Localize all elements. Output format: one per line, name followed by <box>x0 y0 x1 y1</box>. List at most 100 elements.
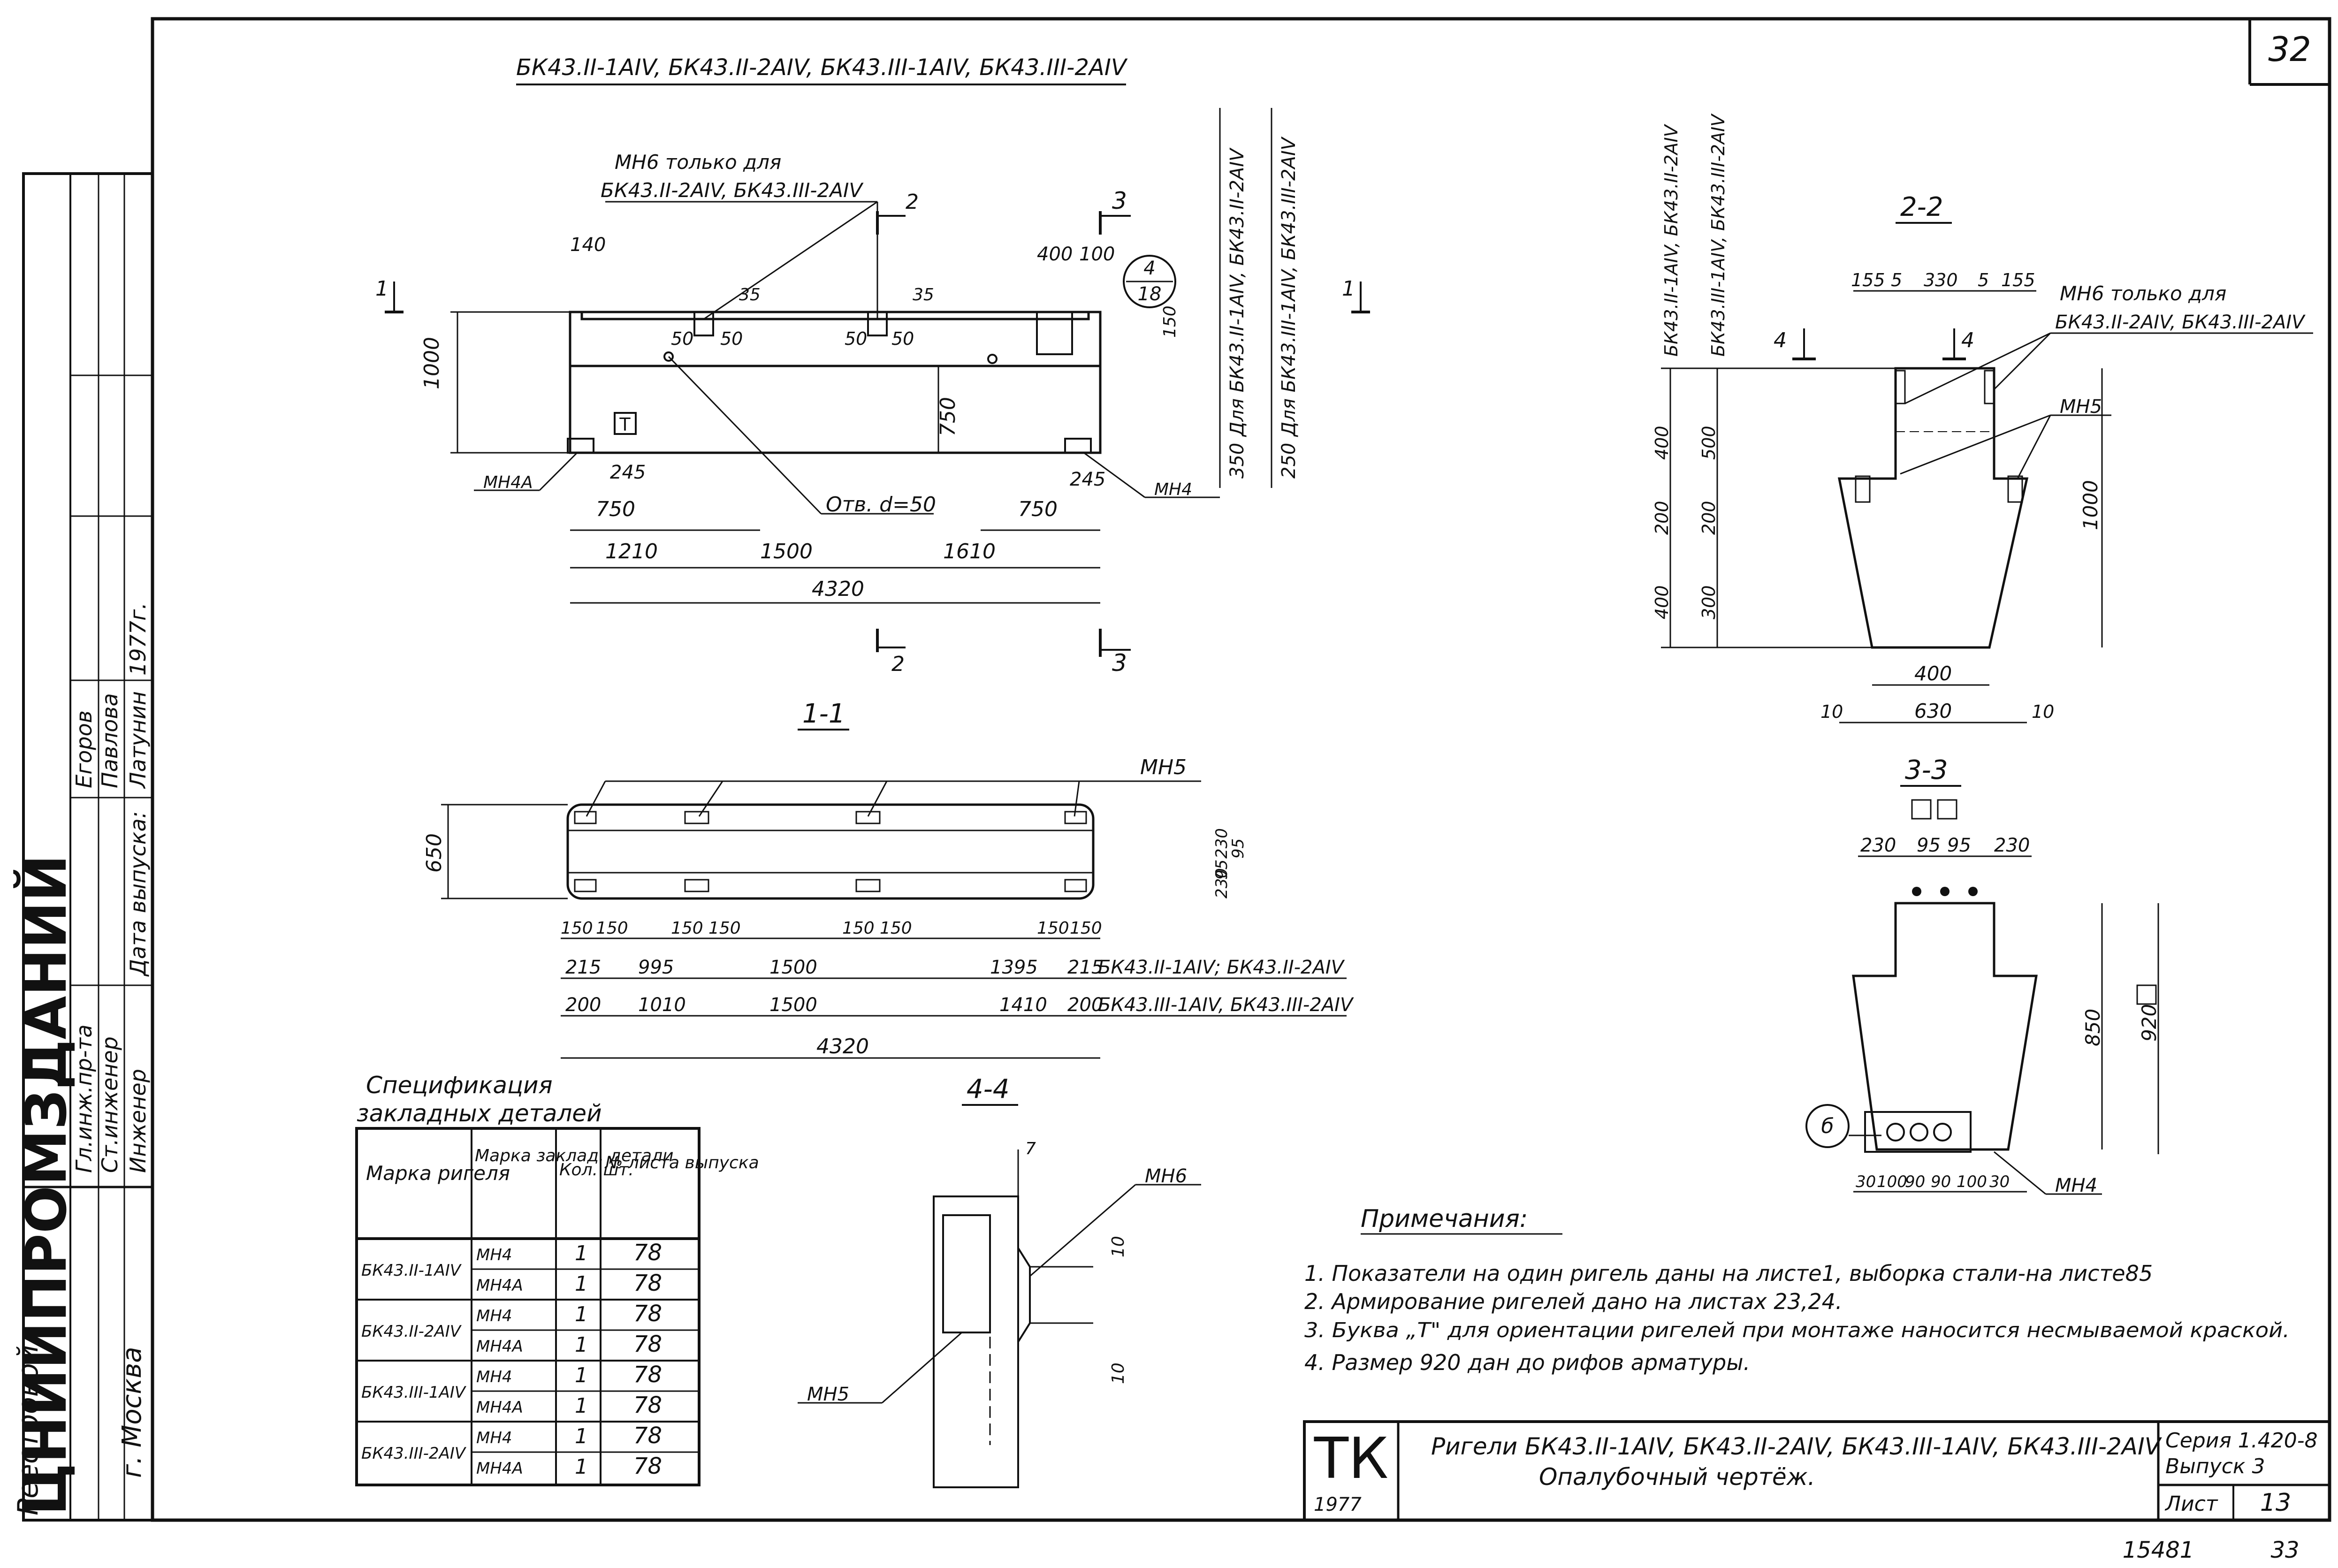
plan-r1-2: 1500 <box>769 957 817 978</box>
spec-qty: 1 <box>575 1394 588 1418</box>
stamp-series: Серия 1.420-8 <box>2165 1429 2318 1453</box>
elev-dim-750v: 750 <box>936 397 960 436</box>
name-3: Латунин <box>125 691 151 789</box>
spec-qty: 1 <box>575 1333 588 1357</box>
plan-150-3: 150 <box>671 919 703 938</box>
spec-sheet-no: 78 <box>633 1270 662 1296</box>
s44-mn5: МН5 <box>807 1384 849 1405</box>
plan-r1-label: БК43.II-1АIV; БК43.II-2АIV <box>1098 957 1345 978</box>
elev-dim-245b: 245 <box>1070 469 1105 490</box>
plan-r2-label: БК43.III-1АIV, БК43.III-2АIV <box>1098 994 1354 1016</box>
spec-part-mark: МН4 <box>476 1368 512 1386</box>
spec-qty: 1 <box>575 1272 588 1296</box>
org-name: ЦНИИПРОМЗДАНИЙ <box>14 854 79 1515</box>
elev-dim-4320: 4320 <box>812 577 864 601</box>
s44-title: 4-4 <box>967 1074 1009 1104</box>
registry-label: Реестровой <box>12 1345 45 1515</box>
elev-dim-140: 140 <box>570 234 606 256</box>
s22-l1-200: 200 <box>1652 501 1672 535</box>
spec-part-mark: МН4 <box>476 1307 512 1325</box>
elev-dim-245a: 245 <box>610 462 646 483</box>
cut-1-right: 1 <box>1342 277 1355 301</box>
plan-150-7: 150 <box>1037 919 1069 938</box>
s22-mark-4b: 4 <box>1961 328 1974 352</box>
stamp-sheet-label: Лист <box>2164 1492 2218 1516</box>
s22-l2-500: 500 <box>1698 426 1719 460</box>
s22-side-label-2: БК43.III-1АIV, БК43.III-2АIV <box>1708 113 1729 357</box>
plan-150-6: 150 <box>880 919 912 938</box>
spec-qty: 1 <box>575 1424 588 1448</box>
section-4-4: 4-4 7 МН6 10 10 МН5 <box>798 1074 1201 1488</box>
spec-sheet-no: 78 <box>633 1453 662 1479</box>
s33-title: 3-3 <box>1905 755 1948 785</box>
elev-dim-750a: 750 <box>596 497 635 521</box>
note-3: 3. Буква „Т" для ориентации ригелей при … <box>1304 1318 2290 1342</box>
plan-dim-650: 650 <box>422 833 446 873</box>
cut-1-left: 1 <box>375 277 388 301</box>
elev-dim-50b: 50 <box>720 328 743 349</box>
s33-top-230a: 230 <box>1860 835 1896 856</box>
stamp-title-1: Ригели БК43.II-1АIV, БК43.II-2АIV, БК43.… <box>1431 1433 2163 1460</box>
plan-150-1: 150 <box>561 919 593 938</box>
spec-part-mark: МН4 <box>476 1429 512 1447</box>
name-4: 1977г. <box>125 602 151 676</box>
footer-left: 15481 <box>2123 1537 2194 1563</box>
spec-beam-mark: БК43.II-2АIV <box>361 1322 462 1341</box>
spec-sheet-no: 78 <box>633 1331 662 1357</box>
s22-mark-4a: 4 <box>1774 328 1787 352</box>
plan-r1-3: 1395 <box>990 957 1038 978</box>
elev-note-1: МН6 только для <box>615 151 781 174</box>
spec-sheet-no: 78 <box>633 1240 662 1266</box>
s22-top-330: 330 <box>1924 270 1958 290</box>
s22-l1-400a: 400 <box>1652 426 1672 460</box>
name-1: Егоров <box>71 710 97 788</box>
s22-top-5a: 5 <box>1891 270 1902 290</box>
plan-150-2: 150 <box>596 919 628 938</box>
s33-top-230b: 230 <box>1994 835 2030 856</box>
elev-dim-1500: 1500 <box>760 540 813 563</box>
s33-top-95a: 95 <box>1917 835 1941 856</box>
elev-dim-35b: 35 <box>913 285 934 304</box>
spec-part-mark: МН4А <box>476 1398 523 1417</box>
plan-r1-1: 995 <box>638 957 674 978</box>
role-3: Инженер <box>125 1069 151 1173</box>
label-mn4a: МН4А <box>483 473 533 492</box>
elev-dim-150: 150 <box>1160 305 1180 338</box>
cut-2-top: 2 <box>906 190 919 214</box>
elev-dim-100: 100 <box>1079 244 1115 265</box>
spec-sheet-no: 78 <box>633 1301 662 1327</box>
stamp-logo: ТК <box>1314 1426 1389 1492</box>
plan-r2-0: 200 <box>565 994 601 1016</box>
plan-right-95b: 95 <box>1229 838 1248 859</box>
elev-dim-400: 400 <box>1037 244 1073 265</box>
s33-dim-850: 850 <box>2081 1009 2104 1046</box>
plan-150-8: 150 <box>1070 919 1102 938</box>
spec-h-1: Марка ригеля <box>366 1162 510 1185</box>
note-4: 4. Размер 920 дан до рифов арматуры. <box>1304 1350 1750 1375</box>
side-stamp: ЦНИИПРОМЗДАНИЙ Реестровой г. Москва Гл.и… <box>12 172 154 1522</box>
hole-label: Отв. d=50 <box>826 493 936 517</box>
s44-dim-10b: 10 <box>1109 1362 1128 1384</box>
s22-edge-10a: 10 <box>1820 701 1843 722</box>
elev-side-label-1: Для БК43.II-1АIV, БК43.II-2АIV <box>1226 147 1248 437</box>
s33-top-95b: 95 <box>1947 835 1971 856</box>
elev-dim-1610: 1610 <box>943 540 996 563</box>
cut-3-bottom: 3 <box>1112 649 1127 677</box>
city-label: г. Москва <box>117 1347 147 1478</box>
s22-top-155b: 155 <box>2001 270 2035 290</box>
elev-side-label-2: Для БК43.III-1АIV, БК43.III-2АIV <box>1278 136 1300 437</box>
header-title: БК43.II-1АIV, БК43.II-2АIV, БК43.III-1АI… <box>516 54 1128 81</box>
spec-part-mark: МН4А <box>476 1276 523 1295</box>
sheet-number: 32 <box>2268 30 2311 69</box>
section-2-2: 2-2 155 5 330 5 155 МН6 только для БК43.… <box>1652 113 2313 723</box>
stamp-year: 1977 <box>1314 1494 1362 1515</box>
s33-bot-30b: 30 <box>1989 1172 2010 1191</box>
elev-dim-50a: 50 <box>671 328 693 349</box>
title-block: ТК 1977 Ригели БК43.II-1АIV, БК43.II-2АI… <box>1303 1420 2331 1522</box>
s33-bot-100a: 100 <box>1877 1172 1907 1191</box>
notes: Примечания: 1. Показатели на один ригель… <box>1304 1205 2290 1375</box>
spec-title-1: Спецификация <box>366 1072 553 1099</box>
elev-dim-750b: 750 <box>1018 497 1058 521</box>
